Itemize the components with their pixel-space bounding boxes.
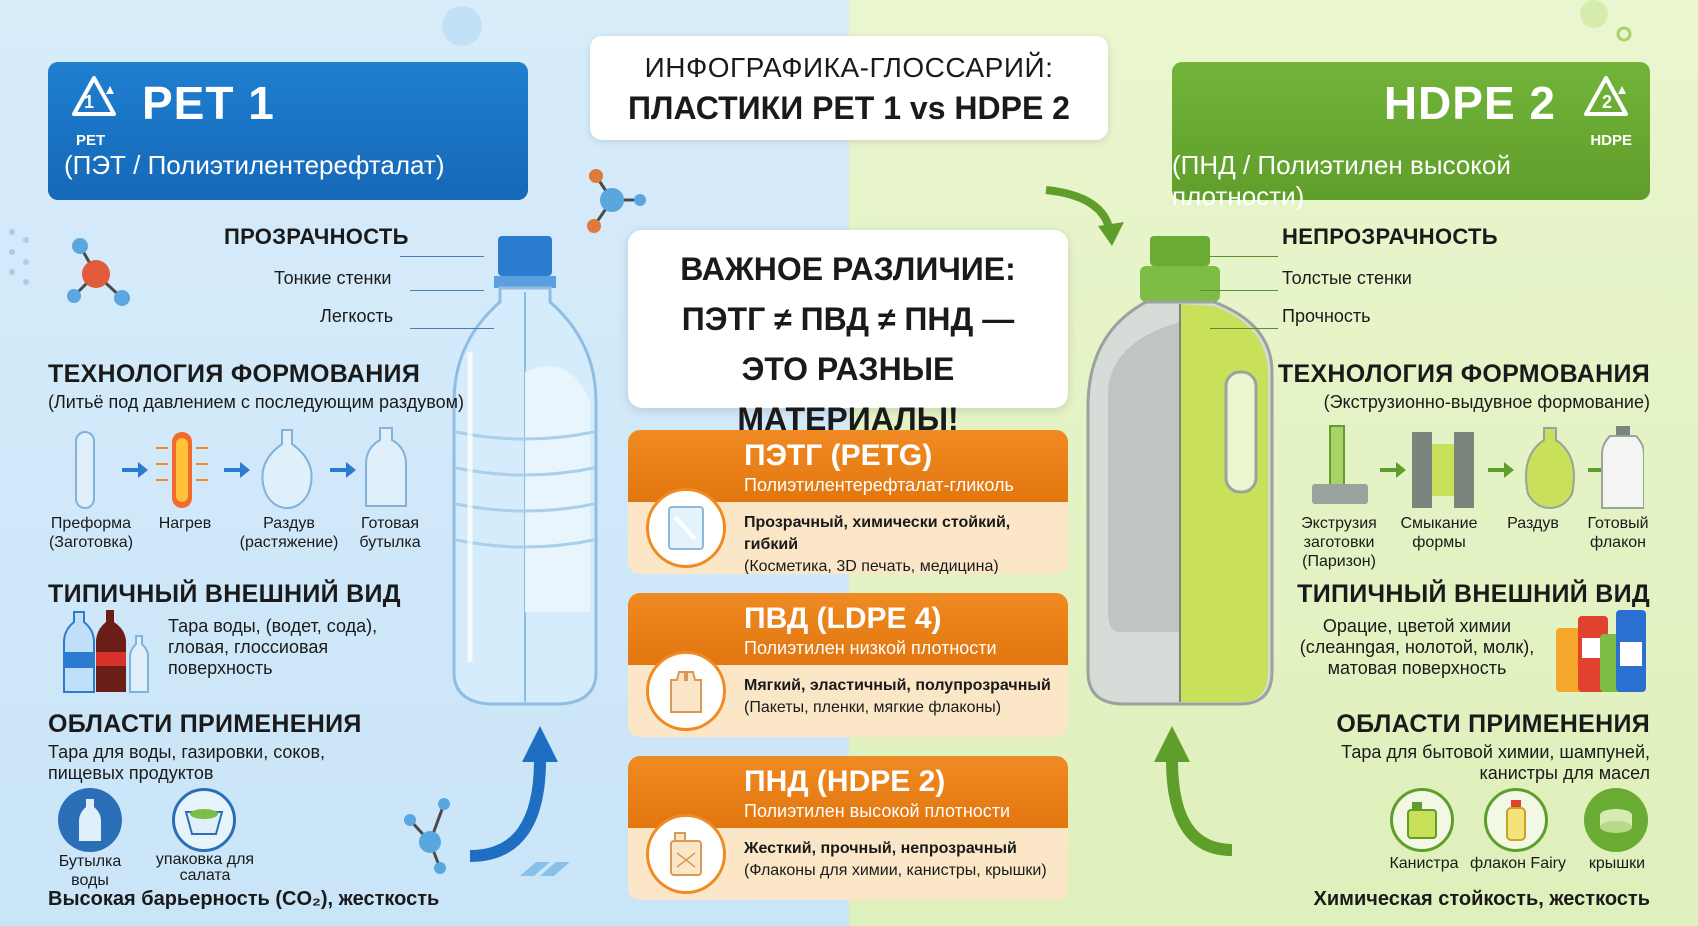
hdpe-process-steps [1312,425,1644,510]
title-line-2: ПЛАСТИКИ PET 1 vs HDPE 2 [628,90,1070,126]
card-petg: ПЭТГ (PETG) Полиэтилентерефталат-гликоль… [628,430,1068,574]
leader-line [400,256,484,257]
hdpe-subtitle: (ПНД / Полиэтилен высокой плотности) [1172,150,1511,211]
hdpe-use-text: Тара для бытовой химии, шампуней,канистр… [1341,742,1650,783]
pet-look-title: ТИПИЧНЫЙ ВНЕШНИЙ ВИД [48,580,401,608]
hdpe-tech-title: ТЕХНОЛОГИЯ ФОРМОВАНИЯ [1277,360,1650,388]
pet-title: PET 1 [142,77,275,129]
caps-icon [1584,788,1648,852]
pet-banner: 1 PET PET 1 (ПЭТ / Полиэтилентерефталат) [48,62,528,200]
pet-code: 1 [84,92,95,112]
recycle-icon [1584,76,1628,116]
hdpe-code: 2 [1601,92,1612,112]
card-subtitle: Полиэтилен высокой плотности [744,801,1011,821]
pet-feature-light: Легкость [320,306,394,326]
canister-icon [1390,788,1454,852]
pet-footer: Высокая барьерность (CO₂), жесткость [48,888,440,910]
hdpe-bottles-icon [1556,610,1646,692]
hdpe-use-label-2: флакон Fairy [1470,855,1566,872]
molecule-icon [67,238,130,306]
pet-process-steps [75,427,407,510]
hdpe-look-title: ТИПИЧНЫЙ ВНЕШНИЙ ВИД [1297,580,1650,608]
hdpe-use-label-1: Канистра [1389,855,1459,872]
water-bottle-icon [58,788,122,852]
hdpe-use-title: ОБЛАСТИ ПРИМЕНЕНИЯ [1336,710,1650,738]
pet-bottle-illustration [452,236,598,706]
title-line-1: ИНФОГРАФИКА-ГЛОССАРИЙ: [644,52,1054,83]
card-properties: Жесткий, прочный, непрозрачный [744,840,1017,857]
hdpe-look-text: Орацие, цветой химии(слеанngая, нолотой,… [1299,616,1535,678]
hdpe-banner: HDPE 2 2 HDPE (ПНД / Полиэтилен высокой … [1172,62,1650,211]
hdpe-feature-opacity: НЕПРОЗРАЧНОСТЬ [1282,224,1498,249]
pet-use-label-1: Бутылка воды [58,853,122,889]
card-title: ПНД (HDPE 2) [744,765,946,798]
leader-line [1200,290,1278,291]
pet-tech-subtitle: (Литьё под давлением с последующим разду… [48,392,464,412]
fairy-bottle-icon [1484,788,1548,852]
card-hdpe: ПНД (HDPE 2) Полиэтилен высокой плотност… [628,756,1068,900]
pet-step-1: Преформа(Заготовка) [48,515,134,551]
molecule-icon [587,169,646,233]
leader-line [410,328,494,329]
hdpe-feature-strength: Прочность [1282,306,1371,326]
pet-code-label: PET [76,132,106,149]
pet-feature-transparency: ПРОЗРАЧНОСТЬ [224,224,409,249]
card-uses: (Пакеты, пленки, мягкие флаконы) [744,699,1002,716]
hdpe-feature-thick-walls: Толстые стенки [1282,268,1412,288]
card-ldpe: ПВД (LDPE 4) Полиэтилен низкой плотности… [628,593,1068,737]
bag-icon [646,651,726,731]
card-uses: (Флаконы для химии, канистры, крышки) [744,862,1047,879]
hdpe-title: HDPE 2 [1383,77,1556,129]
pet-subtitle: (ПЭТ / Полиэтилентерефталат) [64,150,445,180]
difference-line-2: ПЭТГ ≠ ПВД ≠ ПНД — [681,301,1015,337]
card-title: ПЭТГ (PETG) [744,439,933,472]
hdpe-use-label-3: крышки [1588,855,1646,872]
molecule-icon [404,798,450,874]
recycle-icon [72,76,116,116]
card-title: ПВД (LDPE 4) [744,602,942,635]
leader-line [1210,256,1278,257]
leader-line [410,290,484,291]
salad-box-icon [172,788,236,852]
pet-use-text: Тара для воды, газировки, соков,пищевых … [48,742,326,783]
leader-line [1210,328,1278,329]
hdpe-bottle-illustration [1086,236,1274,706]
hdpe-tech-subtitle: (Экструзионно-выдувное формование) [1323,392,1650,412]
card-properties: Мягкий, эластичный, полупрозрачный [744,677,1051,694]
hdpe-footer: Химическая стойкость, жесткость [1313,888,1650,910]
card-subtitle: Полиэтилентерефталат-гликоль [744,475,1014,495]
pet-tech-title: ТЕХНОЛОГИЯ ФОРМОВАНИЯ [48,360,421,388]
infographic-title: ИНФОГРАФИКА-ГЛОССАРИЙ: ПЛАСТИКИ PET 1 vs… [590,36,1108,140]
difference-line-1: ВАЖНОЕ РАЗЛИЧИЕ: [680,251,1016,287]
pet-bottles-icon [63,610,149,693]
hdpe-code-label: HDPE [1590,132,1632,149]
canister-icon [646,814,726,894]
hdpe-step-3: Раздув [1507,515,1559,532]
difference-box: ВАЖНОЕ РАЗЛИЧИЕ: ПЭТГ ≠ ПВД ≠ ПНД — ЭТО … [628,230,1068,437]
pet-feature-thin-walls: Тонкие стенки [274,268,392,288]
film-icon [646,488,726,568]
pet-use-title: ОБЛАСТИ ПРИМЕНЕНИЯ [48,710,362,738]
card-uses: (Косметика, 3D печать, медицина) [744,558,999,574]
pet-step-3: Раздув(растяжение) [239,515,339,551]
card-properties: Прозрачный, химически стойкий, гибкий [744,514,1011,553]
pet-look-text: Тара воды, (водет, сода),гловая, глоссио… [168,616,378,678]
difference-line-3: ЭТО РАЗНЫЕ МАТЕРИАЛЫ! [737,351,959,437]
card-subtitle: Полиэтилен низкой плотности [744,638,997,658]
pet-step-2: Нагрев [158,515,212,532]
